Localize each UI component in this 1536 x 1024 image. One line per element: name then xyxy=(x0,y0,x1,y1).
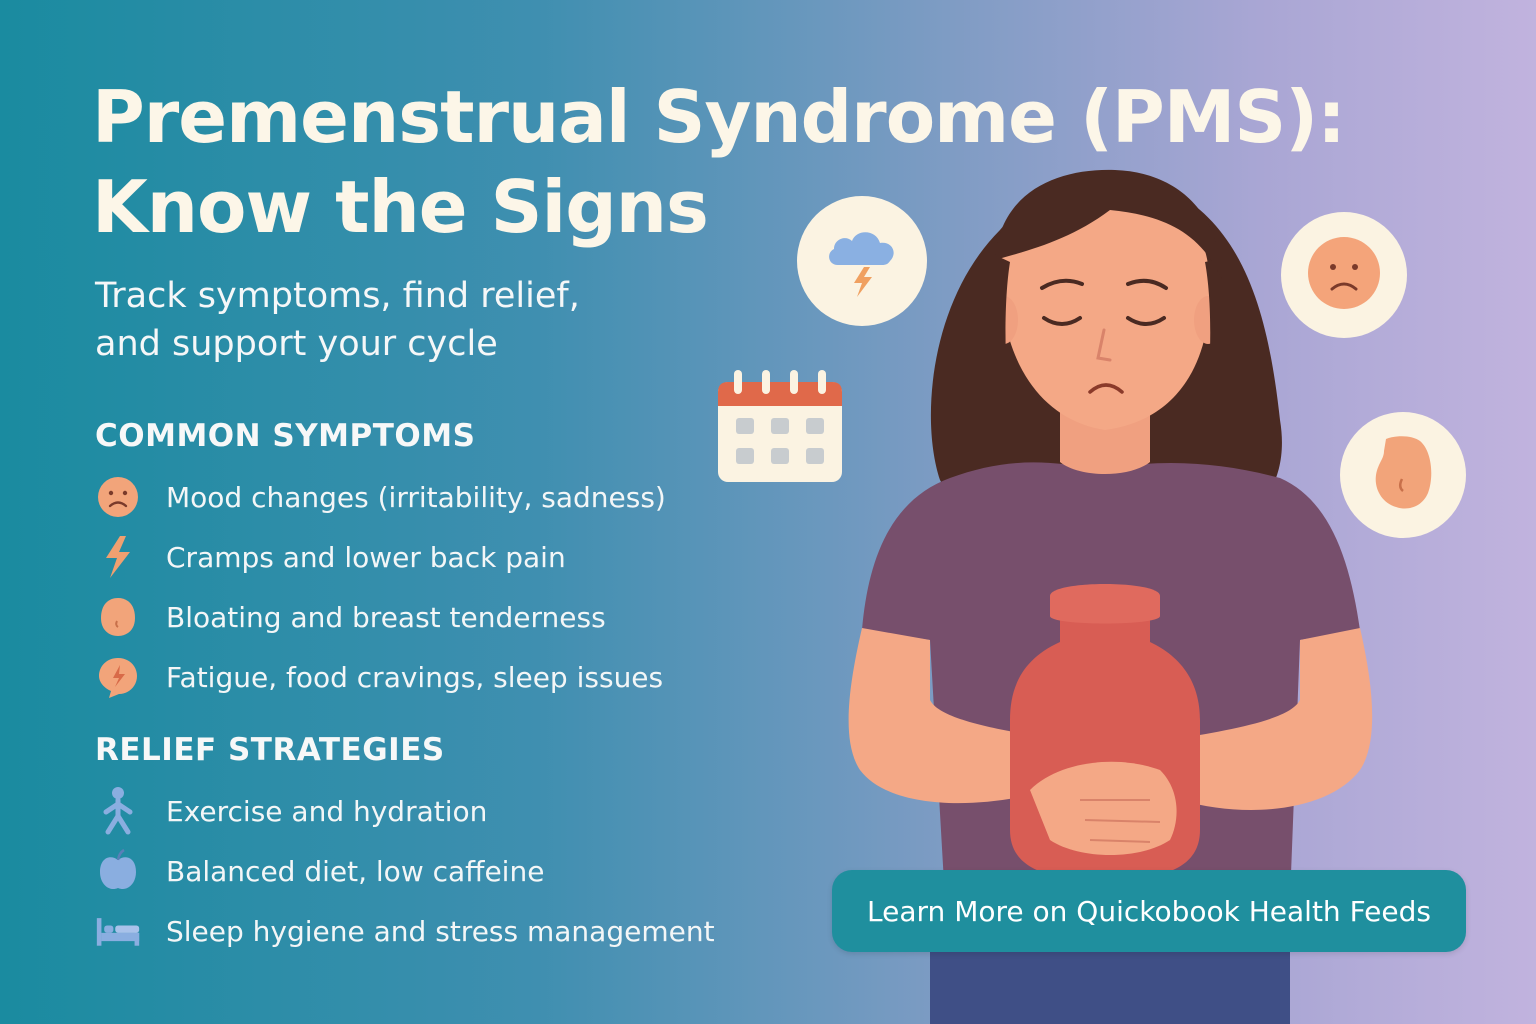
list-item: Exercise and hydration xyxy=(95,786,487,836)
list-item: Mood changes (irritability, sadness) xyxy=(95,472,666,522)
right-arm xyxy=(1170,628,1373,810)
page-title: Premenstrual Syndrome (PMS): Know the Si… xyxy=(92,72,1392,252)
sad-face-icon xyxy=(1306,235,1382,315)
relief-label: Sleep hygiene and stress management xyxy=(166,914,715,948)
calendar-icon xyxy=(716,368,844,488)
learn-more-button[interactable]: Learn More on Quickobook Health Feeds xyxy=(832,870,1466,952)
fatigue-bubble-icon xyxy=(95,654,141,700)
sad-face-bubble xyxy=(1281,212,1407,338)
symptom-label: Bloating and breast tenderness xyxy=(166,600,606,634)
symptom-label: Cramps and lower back pain xyxy=(166,540,566,574)
relief-heading: RELIEF STRATEGIES xyxy=(95,732,445,768)
subtitle: Track symptoms, find relief, and support… xyxy=(95,272,735,368)
belly-bubble xyxy=(1340,412,1466,538)
list-item: Bloating and breast tenderness xyxy=(95,592,606,642)
apple-icon xyxy=(95,848,141,894)
storm-cloud-bubble xyxy=(797,196,927,326)
lightning-bolt-icon xyxy=(95,534,141,580)
belly-icon xyxy=(1368,433,1438,517)
bed-icon xyxy=(95,908,141,954)
relief-label: Exercise and hydration xyxy=(166,794,488,828)
list-item: Balanced diet, low caffeine xyxy=(95,846,544,896)
symptom-label: Fatigue, food cravings, sleep issues xyxy=(166,660,664,694)
sad-face-icon xyxy=(95,474,141,520)
subtitle-line-2: and support your cycle xyxy=(95,324,498,364)
symptom-label: Mood changes (irritability, sadness) xyxy=(166,480,666,514)
face xyxy=(1000,180,1210,430)
storm-cloud-icon xyxy=(820,217,904,305)
hands xyxy=(1030,761,1177,855)
symptoms-heading: COMMON SYMPTOMS xyxy=(95,418,476,454)
left-arm xyxy=(848,628,1060,804)
title-line-2: Know the Signs xyxy=(92,165,709,249)
subtitle-line-1: Track symptoms, find relief, xyxy=(95,276,580,316)
walking-person-icon xyxy=(95,787,141,835)
relief-label: Balanced diet, low caffeine xyxy=(166,854,545,888)
list-item: Fatigue, food cravings, sleep issues xyxy=(95,652,663,702)
list-item: Sleep hygiene and stress management xyxy=(95,906,715,956)
title-line-1: Premenstrual Syndrome (PMS): xyxy=(92,75,1346,159)
list-item: Cramps and lower back pain xyxy=(95,532,566,582)
belly-icon xyxy=(95,594,141,640)
